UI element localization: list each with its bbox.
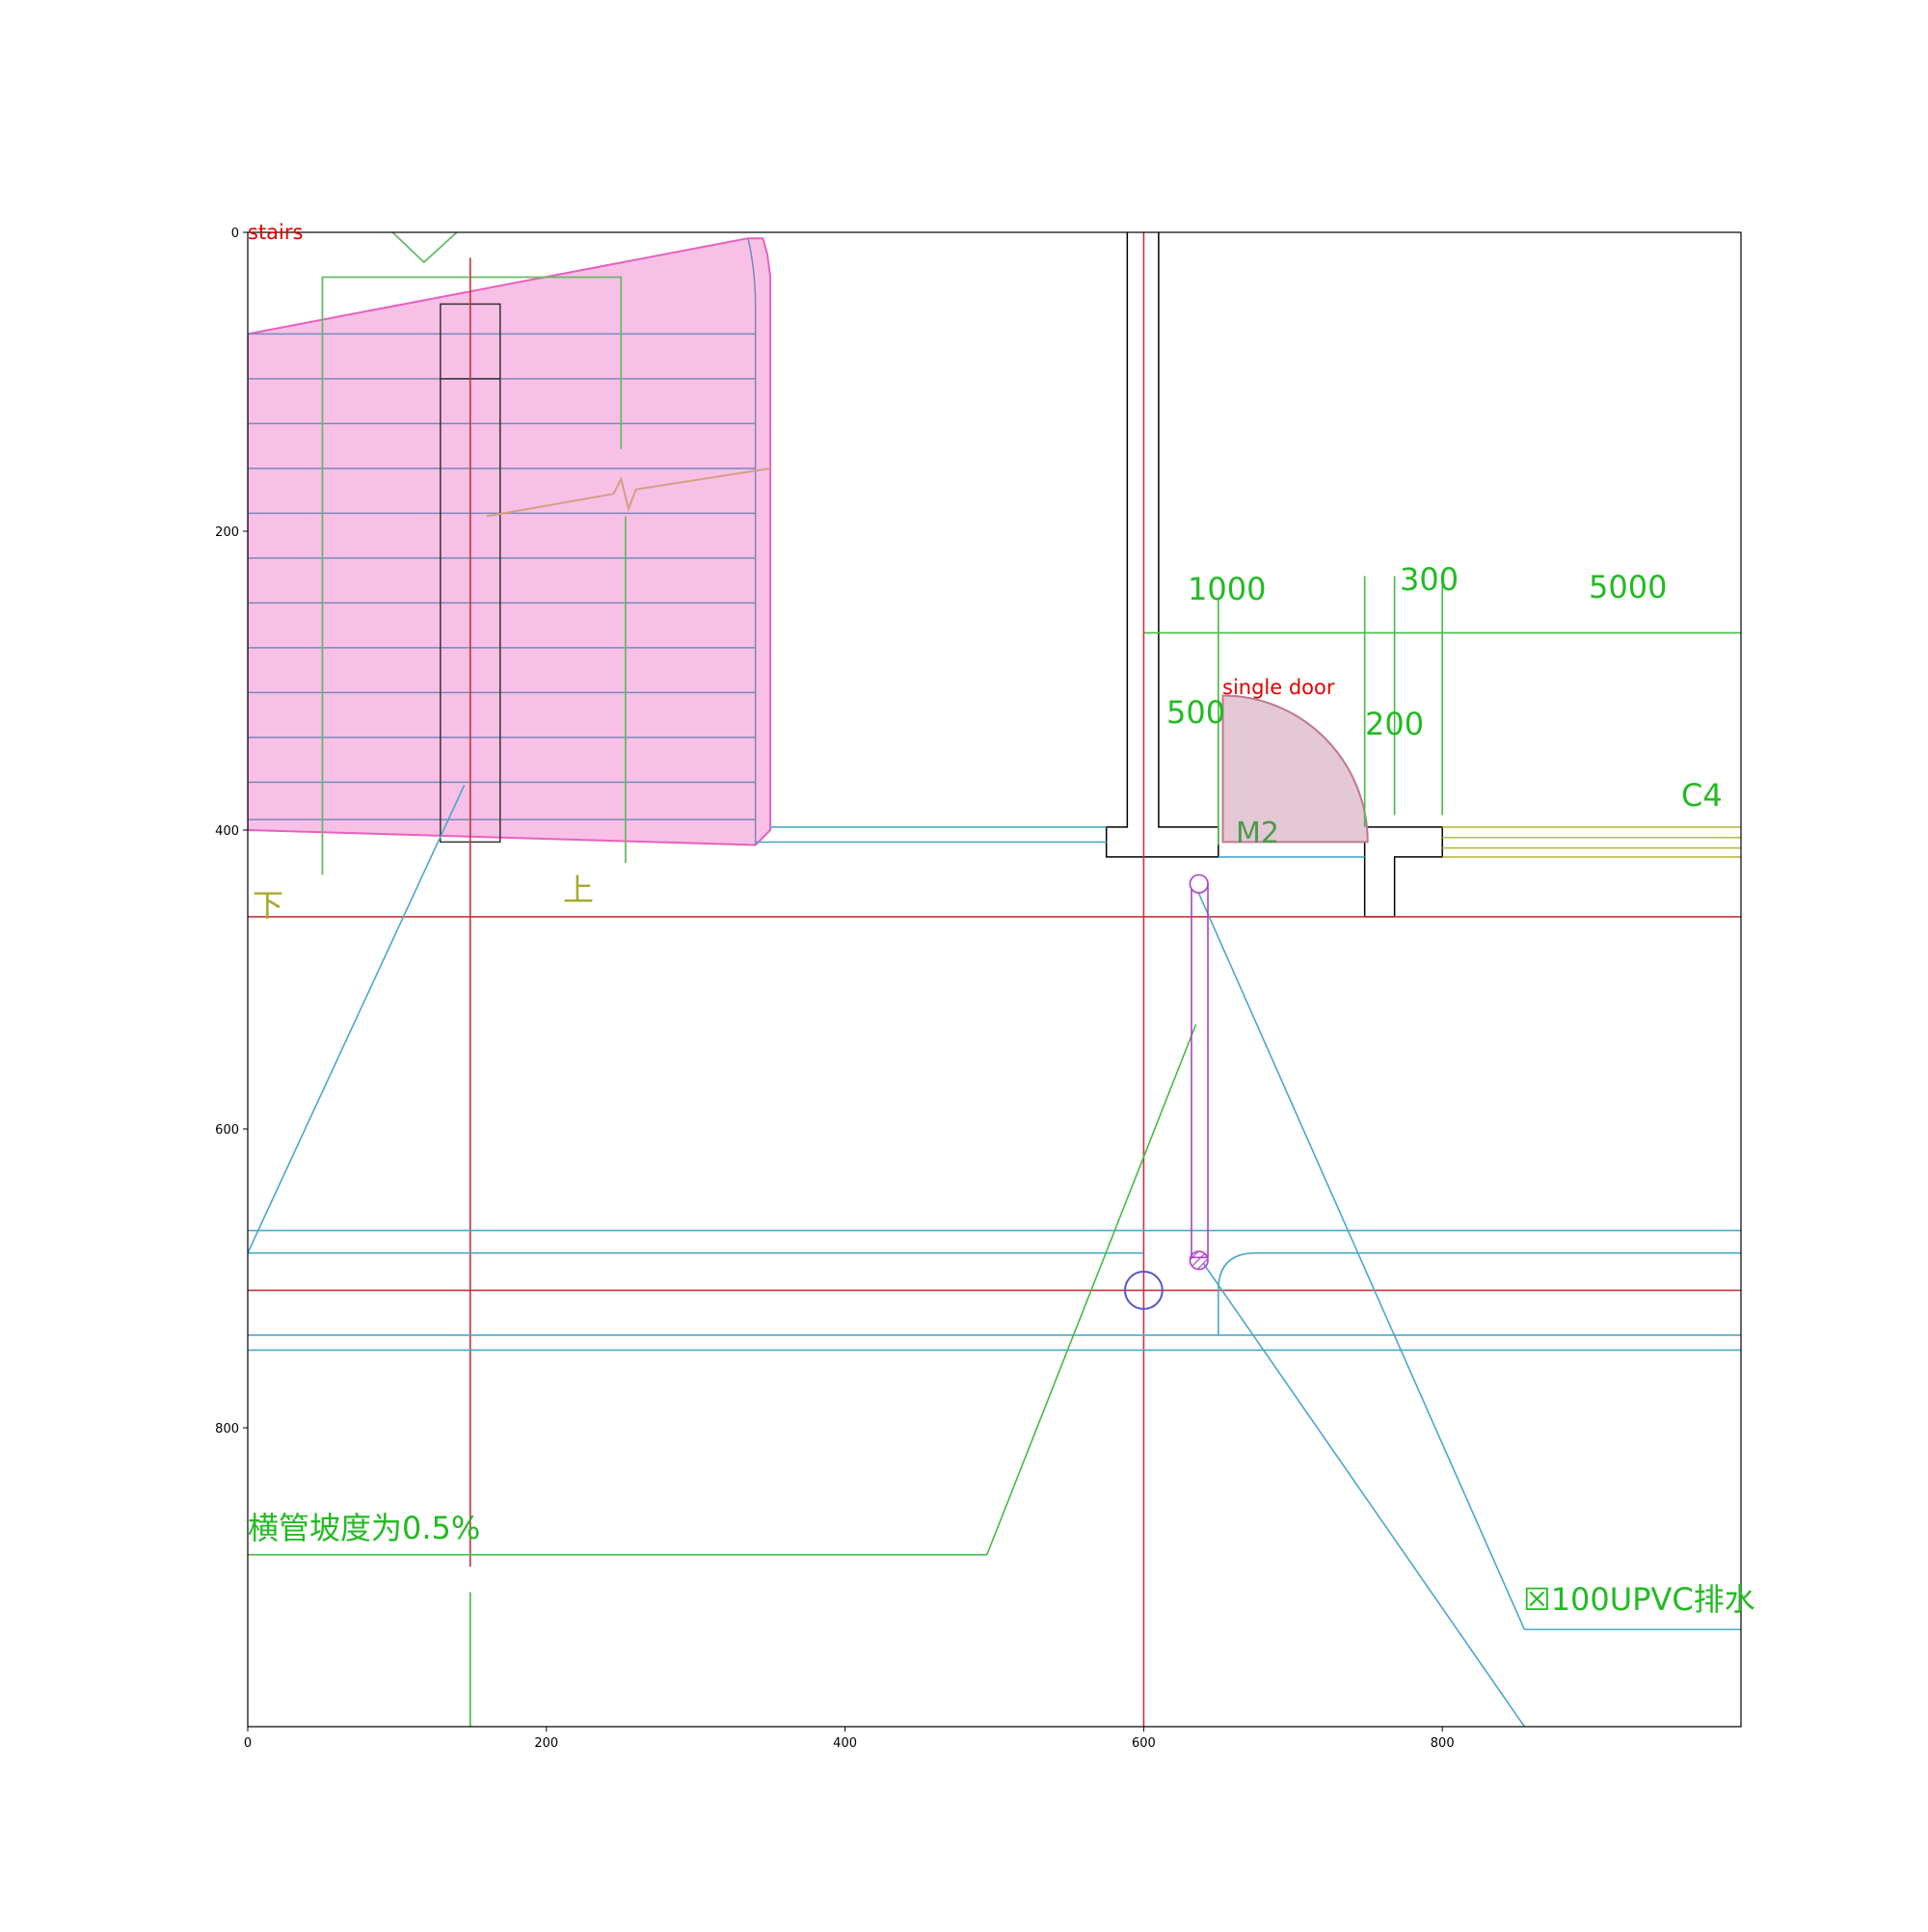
x-axis-ticks: 0 200 400 600 800 — [244, 1727, 1455, 1751]
x-tick-label: 0 — [244, 1736, 252, 1751]
stair-fill — [248, 238, 770, 845]
slope-note: 横管坡度为0.5% — [248, 1510, 480, 1546]
floor-drain-circle — [1125, 1272, 1163, 1309]
riser-bottom-circle — [1190, 1251, 1208, 1270]
up-label: 上 — [563, 872, 594, 908]
window-c4-label: C4 — [1681, 777, 1723, 814]
y-tick-label: 800 — [215, 1422, 239, 1436]
annotations: stairs single door 1000 300 5000 500 200… — [248, 221, 1755, 1618]
y-tick-label: 600 — [215, 1123, 239, 1138]
axis-lines — [248, 232, 1741, 1727]
pipe-lines — [248, 786, 1741, 1728]
down-label: 下 — [253, 887, 283, 924]
y-axis-ticks: 0 200 400 600 800 — [215, 227, 248, 1436]
single-door-swing — [1222, 696, 1367, 843]
axes-frame — [247, 231, 1742, 1728]
stairs-label: stairs — [248, 221, 303, 244]
x-tick-label: 800 — [1431, 1736, 1455, 1751]
dimension-lines — [1143, 577, 1741, 845]
stair-break-line — [487, 469, 770, 517]
blue-wall-lines — [756, 827, 1365, 857]
dimension-300: 300 — [1400, 561, 1459, 598]
x-tick-label: 200 — [534, 1736, 558, 1751]
riser-top-circle — [1190, 875, 1208, 894]
dimension-1000: 1000 — [1188, 571, 1266, 607]
x-tick-label: 400 — [833, 1736, 857, 1751]
y-tick-label: 0 — [231, 227, 239, 241]
dimension-200: 200 — [1365, 706, 1424, 742]
y-tick-label: 200 — [215, 525, 239, 540]
dimension-5000: 5000 — [1589, 569, 1667, 605]
stair-handrail — [748, 238, 756, 845]
y-tick-label: 400 — [215, 824, 239, 839]
leader-lines — [248, 1025, 1196, 1555]
pipe-spec-note: ☒100UPVC排水 — [1523, 1581, 1755, 1618]
stair-guide-lines — [322, 232, 625, 875]
window-c4-lines — [1442, 827, 1741, 857]
dimension-500: 500 — [1166, 694, 1225, 731]
x-tick-label: 600 — [1132, 1736, 1156, 1751]
single-door-label: single door — [1222, 676, 1335, 699]
drawing-content — [248, 232, 1741, 1727]
door-m2-label: M2 — [1236, 817, 1279, 850]
